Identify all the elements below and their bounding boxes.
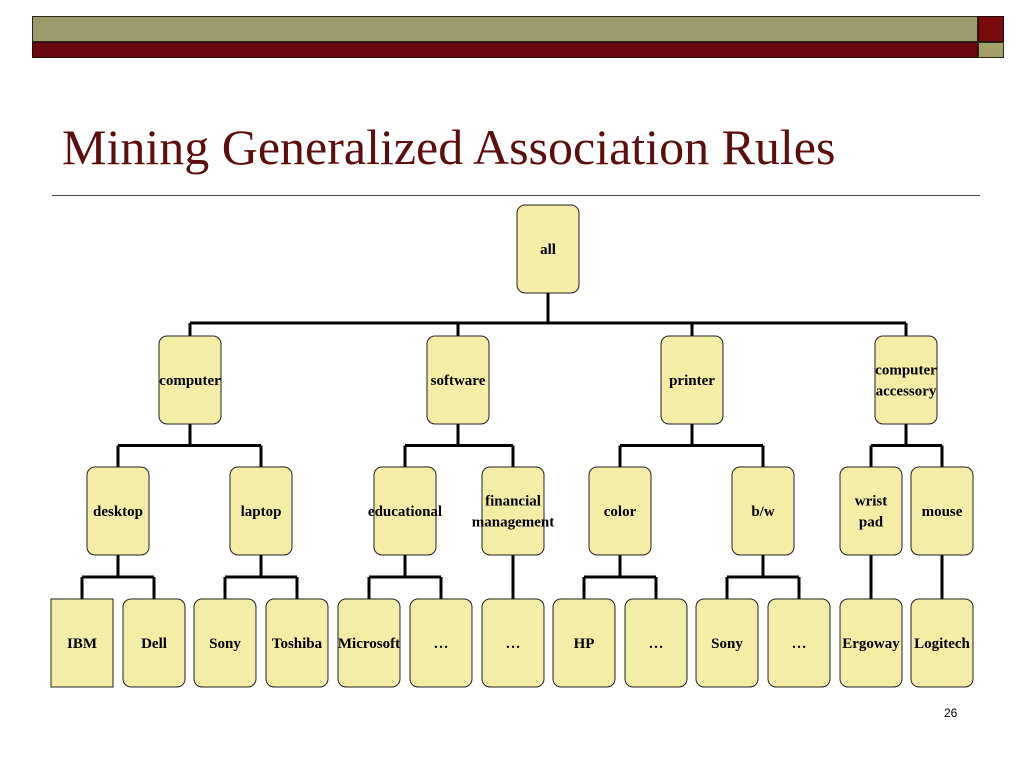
node-box [660, 335, 724, 425]
tree-node-microsoft: Microsoft [337, 598, 401, 688]
node-box [695, 598, 759, 688]
header-bar-maroon [32, 42, 978, 58]
node-label: Ergoway [842, 636, 900, 652]
node-label: … [434, 636, 449, 652]
node-label: printer [669, 373, 715, 389]
node-box [86, 466, 150, 556]
node-box [910, 598, 974, 688]
node-box [50, 598, 114, 688]
tree-node-ergoway: Ergoway [839, 598, 903, 688]
title-divider [52, 195, 980, 196]
tree-node-dell: Dell [122, 598, 186, 688]
node-label: Toshiba [272, 636, 323, 652]
node-label: … [792, 636, 807, 652]
node-label: mouse [922, 504, 963, 520]
node-box [337, 598, 401, 688]
node-box [426, 335, 490, 425]
tree-node-mouse: mouse [910, 466, 974, 556]
tree-node-all: all [516, 204, 580, 294]
node-box [481, 466, 545, 556]
tree-node-sony: Sony [193, 598, 257, 688]
node-box [767, 598, 831, 688]
node-box [193, 598, 257, 688]
node-label: laptop [241, 504, 282, 520]
tree-node-b-w: b/w [731, 466, 795, 556]
page-number: 26 [944, 706, 958, 720]
node-label: b/w [751, 504, 775, 520]
tree-node-logitech: Logitech [910, 598, 974, 688]
node-label: IBM [67, 636, 97, 652]
node-box [624, 598, 688, 688]
tree-node-software: software [426, 335, 490, 425]
tree-node-sony: Sony [695, 598, 759, 688]
tree-node-computer: computer [158, 335, 222, 425]
tree-node-ellipsis: … [624, 598, 688, 688]
node-label: … [506, 636, 521, 652]
node-label: Sony [209, 636, 241, 652]
node-label: all [540, 242, 556, 258]
node-box [839, 466, 903, 556]
node-label: … [649, 636, 664, 652]
node-box [229, 466, 293, 556]
tree-edges [80, 293, 944, 599]
tree-node-hp: HP [552, 598, 616, 688]
node-label: software [431, 373, 486, 389]
tree-node-desktop: desktop [86, 466, 150, 556]
header-square-olive [978, 42, 1004, 58]
tree-node-laptop: laptop [229, 466, 293, 556]
node-box [552, 598, 616, 688]
node-label: color [604, 504, 637, 520]
header-square-maroon [978, 16, 1004, 42]
node-box [910, 466, 974, 556]
node-box [516, 204, 580, 294]
tree-node-ellipsis: … [409, 598, 473, 688]
tree-node-toshiba: Toshiba [265, 598, 329, 688]
node-label: HP [574, 636, 595, 652]
node-box [409, 598, 473, 688]
node-box [588, 466, 652, 556]
tree-node-ellipsis: … [481, 598, 545, 688]
node-label: educational [368, 504, 442, 520]
tree-node-ellipsis: … [767, 598, 831, 688]
node-label: Dell [141, 636, 167, 652]
node-box [874, 335, 938, 425]
node-label: Microsoft [338, 636, 400, 652]
header-bar-olive [32, 16, 978, 42]
node-box [481, 598, 545, 688]
node-box [158, 335, 222, 425]
node-label: Sony [711, 636, 743, 652]
node-box [839, 598, 903, 688]
tree-node-educational: educational [368, 466, 442, 556]
slide-title: Mining Generalized Association Rules [62, 119, 836, 175]
node-label: desktop [93, 504, 143, 520]
node-label: computer [159, 373, 221, 389]
tree-node-color: color [588, 466, 652, 556]
node-box [731, 466, 795, 556]
tree-node-printer: printer [660, 335, 724, 425]
node-box [265, 598, 329, 688]
node-box [373, 466, 437, 556]
node-box [122, 598, 186, 688]
tree-node-ibm: IBM [50, 598, 114, 688]
node-label: Logitech [914, 636, 970, 652]
